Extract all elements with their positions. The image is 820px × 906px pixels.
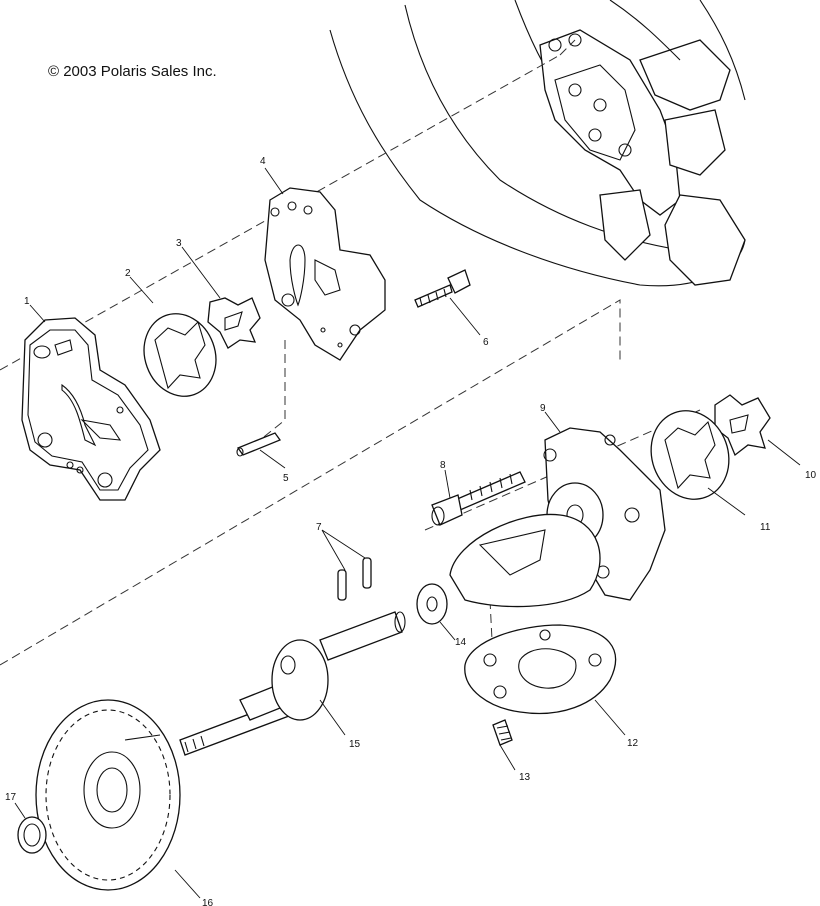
part-8-bolt <box>431 471 526 526</box>
part-16-gear <box>35 699 181 891</box>
copyright-notice: © 2003 Polaris Sales Inc. <box>48 63 217 80</box>
part-15-drive-shaft <box>179 611 406 756</box>
part-1-pump-housing <box>21 317 161 501</box>
callout-5: 5 <box>283 473 289 484</box>
part-17-snap-ring <box>17 816 47 854</box>
part-12-gasket <box>464 624 617 715</box>
callout-3: 3 <box>176 238 182 249</box>
callout-16: 16 <box>202 898 214 906</box>
callout-10: 10 <box>805 470 817 481</box>
callout-7: 7 <box>316 522 322 533</box>
part-14-washer <box>416 583 448 625</box>
callout-17: 17 <box>5 792 17 803</box>
callout-6: 6 <box>483 337 489 348</box>
part-2-outer-rotor <box>143 313 217 397</box>
part-6-screw <box>414 269 471 308</box>
part-11-outer-rotor <box>650 410 730 500</box>
part-10-inner-rotor <box>714 394 771 457</box>
part-4-pump-cover <box>264 187 386 361</box>
callout-4: 4 <box>260 156 266 167</box>
callout-1: 1 <box>24 296 30 307</box>
callout-2: 2 <box>125 268 131 279</box>
callout-11: 11 <box>760 522 771 533</box>
leader-lines <box>14 167 801 899</box>
part-3-inner-rotor <box>207 297 261 349</box>
callout-12: 12 <box>627 738 639 749</box>
callout-13: 13 <box>519 772 531 783</box>
callout-8: 8 <box>440 460 446 471</box>
callout-14: 14 <box>455 637 467 648</box>
part-5-dowel-pin <box>236 432 282 457</box>
part-7-pins <box>337 557 372 601</box>
strainer-plate <box>449 513 601 608</box>
callout-9: 9 <box>540 403 546 414</box>
callout-15: 15 <box>349 739 361 750</box>
crankcase-housing <box>329 0 746 287</box>
callout-labels: 1 2 3 4 5 6 7 8 9 10 11 12 13 14 15 16 1… <box>5 156 817 906</box>
part-13-screw <box>492 719 513 746</box>
